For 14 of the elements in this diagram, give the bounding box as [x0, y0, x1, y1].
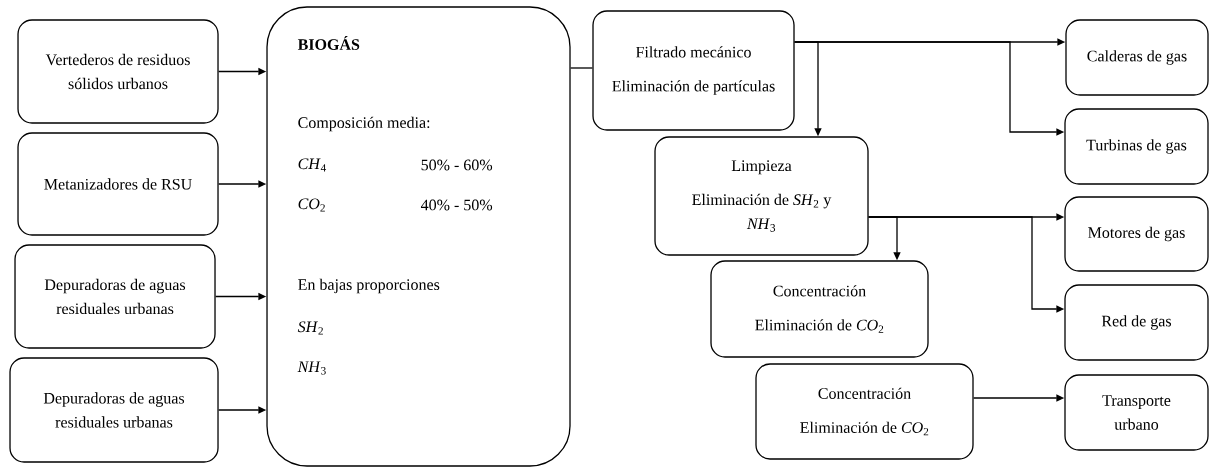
process-box: Filtrado mecánico Eliminación de partículas	[592, 10, 795, 131]
process-box: Limpieza Eliminación de SH$_{2}$ y NH$_{3}$	[654, 136, 869, 256]
process-box: Concentración Eliminación de CO$_{2}$	[755, 363, 974, 460]
source-box: Depuradoras de aguas residuales urbanas	[9, 357, 219, 463]
use-box: Transporte urbano	[1064, 374, 1209, 451]
use-box: Motores de gas	[1064, 196, 1209, 272]
use-box: Red de gas	[1064, 284, 1209, 361]
use-box: Calderas de gas	[1065, 19, 1209, 96]
biogas-box: BIOGÁS Composición media: CH$_{4}$ 50% - 60% CO$_{2}$ 40% - 50% En bajas proporciones SH$_{2}$ NH$_{3}$	[266, 6, 571, 467]
source-box: Metanizadores de RSU	[17, 132, 219, 236]
use-box: Turbinas de gas	[1064, 108, 1209, 185]
source-box: Depuradoras de aguas residuales urbanas	[14, 244, 216, 349]
process-box: Concentración Eliminación de CO$_{2}$	[710, 260, 929, 358]
source-box: Vertederos de residuos sólidos urbanos	[17, 19, 219, 124]
